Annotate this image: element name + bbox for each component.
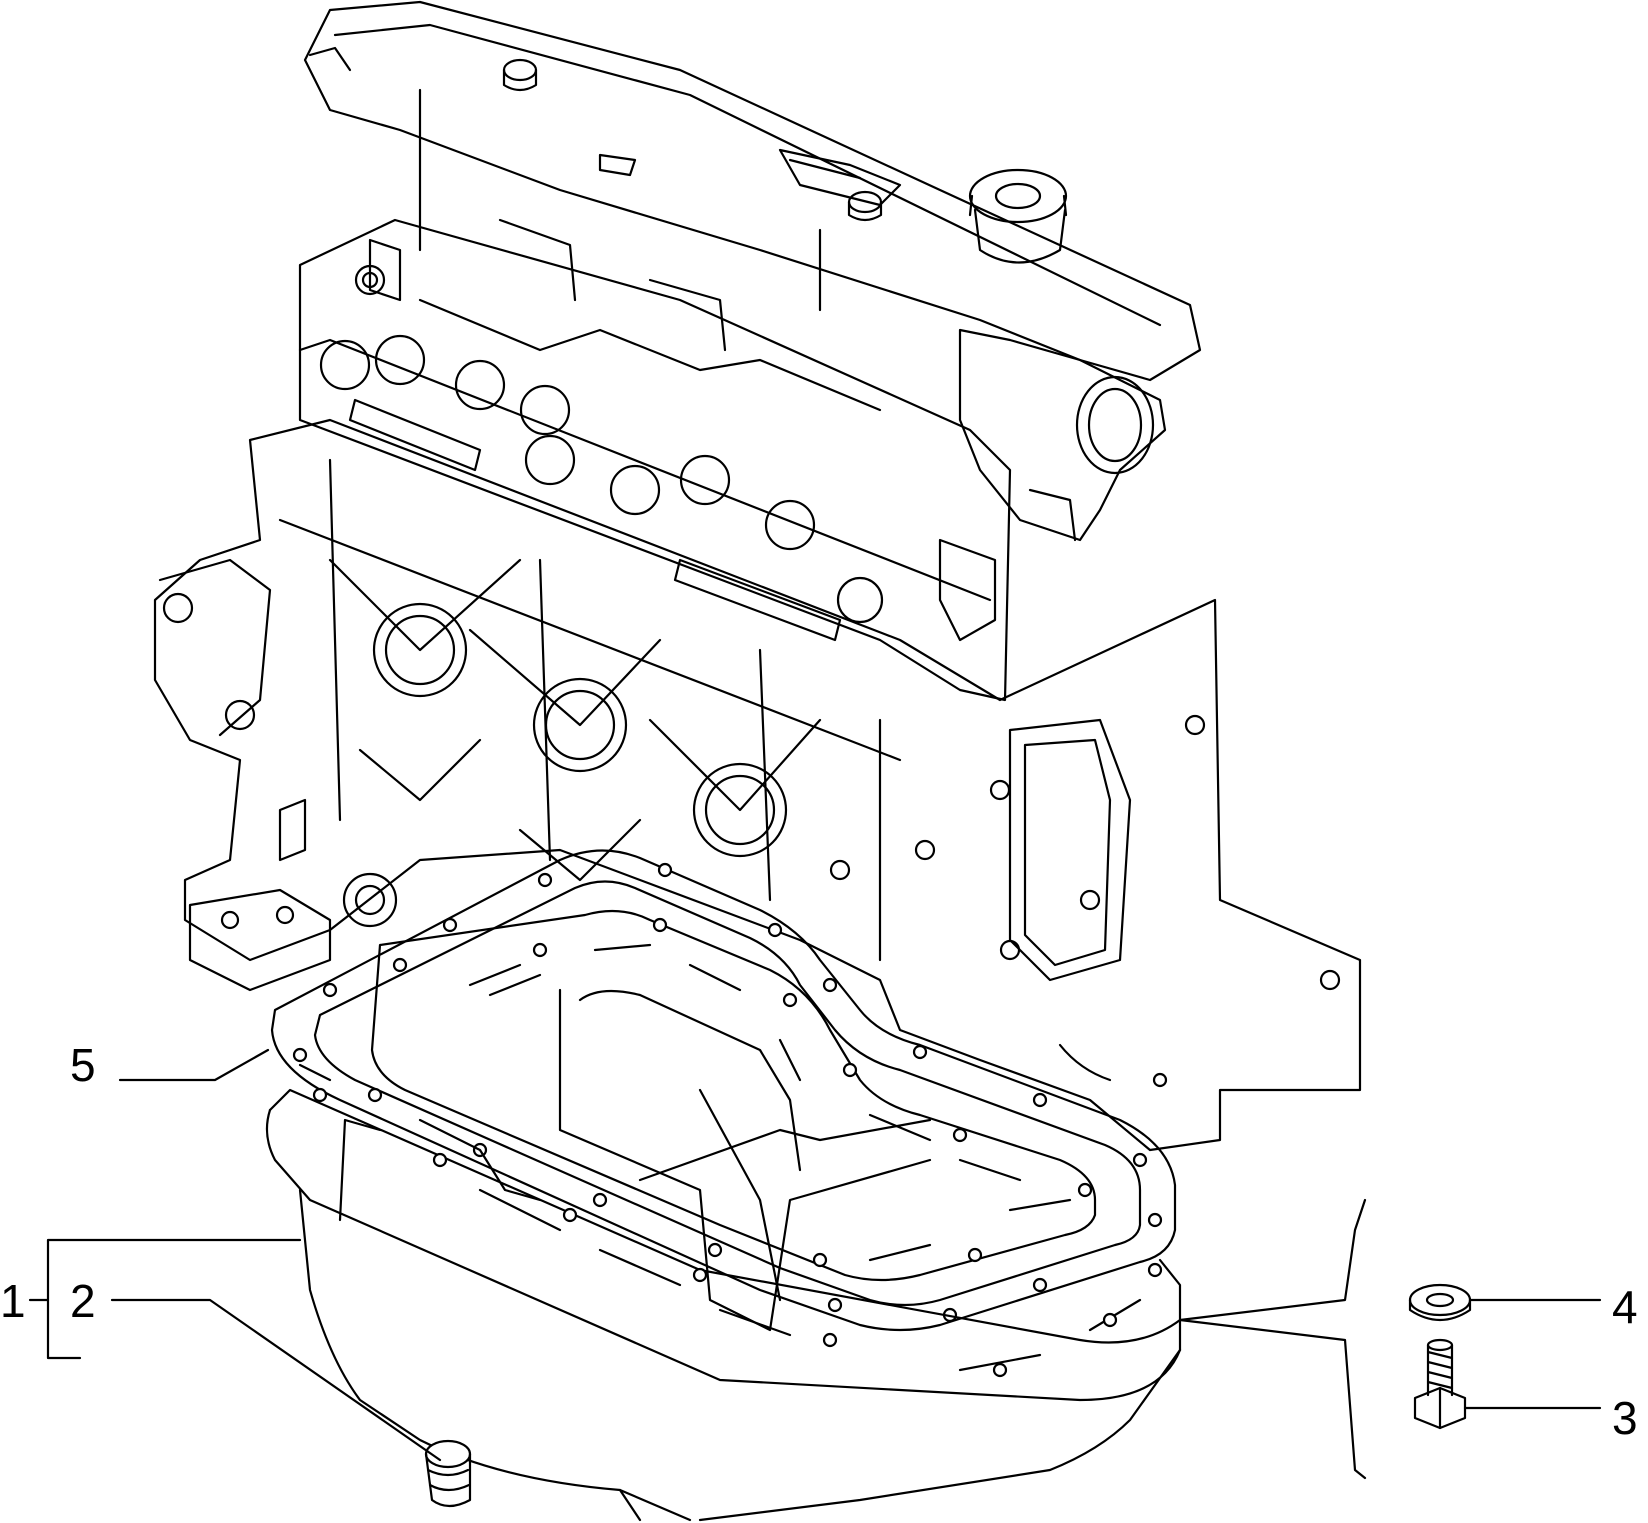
thermostat-housing <box>960 330 1165 540</box>
engine-block <box>155 2 1360 1150</box>
callout-2: 2 <box>70 1275 96 1327</box>
drain-plug <box>426 1441 470 1506</box>
oil-filler-cap <box>970 170 1066 263</box>
washer <box>1410 1285 1470 1320</box>
callout-5: 5 <box>70 1039 96 1091</box>
bolt <box>1415 1340 1465 1428</box>
callout-3: 3 <box>1612 1392 1638 1444</box>
leader-lines <box>30 1050 1600 1478</box>
cylinder-head <box>300 220 1010 700</box>
crankcase <box>155 420 1360 1150</box>
callout-4: 4 <box>1612 1281 1638 1333</box>
oil-pan <box>267 911 1180 1520</box>
callout-1: 1 <box>0 1275 26 1327</box>
oil-pan-gasket <box>272 850 1175 1330</box>
